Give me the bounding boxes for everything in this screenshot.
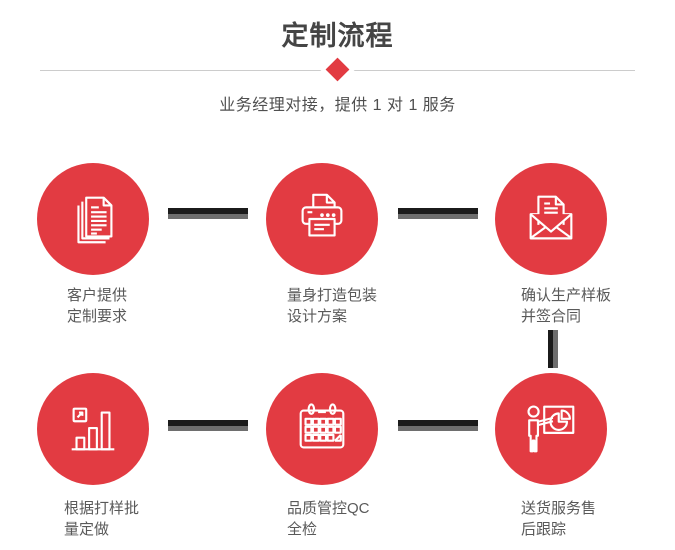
step-label-4: 根据打样批 量定做 bbox=[64, 498, 139, 540]
presentation-icon bbox=[520, 398, 582, 460]
step-label-line: 根据打样批 bbox=[64, 500, 140, 517]
step-label-line: 品质管控QC bbox=[287, 500, 370, 517]
diamond-accent-icon bbox=[319, 51, 356, 88]
step-label-3: 确认生产样板 并签合同 bbox=[521, 285, 611, 327]
step-label-6: 送货服务售 后跟踪 bbox=[521, 498, 596, 540]
step-circle-1 bbox=[37, 163, 149, 275]
step-label-line: 设计方案 bbox=[287, 308, 348, 325]
step-label-2: 量身打造包装 设计方案 bbox=[287, 285, 377, 327]
connector-bar bbox=[398, 208, 478, 219]
documents-icon bbox=[62, 188, 124, 250]
step-label-5: 品质管控QC 全检 bbox=[287, 498, 370, 540]
step-circle-2 bbox=[266, 163, 378, 275]
step-label-line: 全检 bbox=[287, 521, 318, 538]
step-label-1: 客户提供 定制要求 bbox=[67, 285, 127, 327]
step-circle-4 bbox=[37, 373, 149, 485]
page-title: 定制流程 bbox=[281, 21, 394, 51]
step-label-line: 客户提供 bbox=[67, 287, 128, 304]
printer-icon bbox=[291, 188, 353, 250]
step-label-line: 量定做 bbox=[64, 521, 110, 538]
step-label-line: 送货服务售 bbox=[521, 500, 597, 517]
connector-bar bbox=[168, 208, 248, 219]
step-label-line: 量身打造包装 bbox=[287, 287, 378, 304]
calendar-icon bbox=[291, 398, 353, 460]
step-circle-3 bbox=[495, 163, 607, 275]
step-circle-6 bbox=[495, 373, 607, 485]
bar-chart-icon bbox=[62, 398, 124, 460]
envelope-icon bbox=[520, 188, 582, 250]
connector-bar-vertical bbox=[548, 330, 558, 368]
connector-bar bbox=[398, 420, 478, 431]
step-label-line: 并签合同 bbox=[521, 308, 582, 325]
step-label-line: 定制要求 bbox=[67, 308, 128, 325]
connector-bar bbox=[168, 420, 248, 431]
step-label-line: 确认生产样板 bbox=[521, 287, 612, 304]
step-label-line: 后跟踪 bbox=[521, 521, 567, 538]
step-circle-5 bbox=[266, 373, 378, 485]
page-subtitle: 业务经理对接，提供 1 对 1 服务 bbox=[219, 97, 456, 114]
